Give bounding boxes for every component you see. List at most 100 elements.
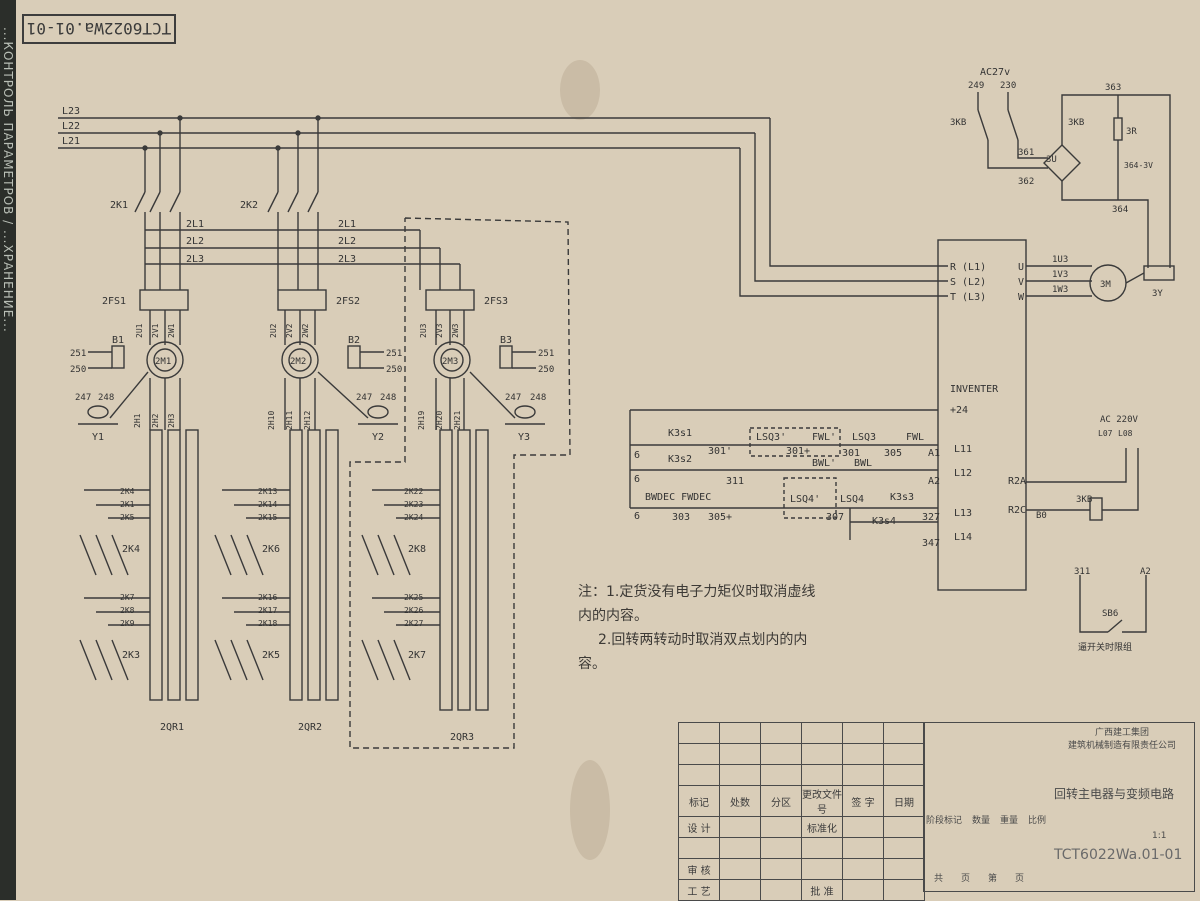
switch-label: SB6 [1102,609,1118,619]
contact-wire: 2K13 [258,487,277,496]
contact-wire: 2K4 [120,487,135,496]
lower-wire: 2H19 [417,411,426,430]
revision-table: 标记 处数 分区 更改文件号 签 字 日期 设 计 标准化 审 核 工 艺 [678,722,925,901]
ladder-item: 305+ [708,512,732,523]
ladder-item: 301 [842,448,860,459]
note-line: 注：1.定货没有电子力矩仪时取消虚线 [578,584,816,600]
contact-label: 2K7 [408,650,426,661]
contact-label: 2K3 [122,650,140,661]
switch-label: 2K1 [110,200,128,211]
motor-wire: 2V2 [285,323,294,338]
motor-wire: 2W3 [451,323,460,338]
title-block: 标记 处数 分区 更改文件号 签 字 日期 设 计 标准化 审 核 工 艺 [678,722,1195,901]
resistor-label: 3R [1126,127,1137,137]
company-name: 广西建工集团 建筑机械制造有限责任公司 [1052,727,1192,753]
fuse-label: 2FS2 [336,296,360,307]
contact-label: 2K5 [262,650,280,661]
valve-label: Y2 [372,432,384,443]
sheet-label: 共 [934,874,944,884]
title-block-right: 广西建工集团 建筑机械制造有限责任公司 回转主电器与变频电路 阶段标记 数量 重… [923,722,1195,892]
control-terminal: L14 [954,532,972,543]
ladder-item: A1 [928,448,940,459]
inverter-output: W [1018,292,1025,303]
output-wire: 1U3 [1052,255,1068,265]
sheet-label: 页 [961,874,971,884]
line-label: 2L3 [338,254,356,265]
lower-wire: 2H12 [303,411,312,430]
contact-wire: 2K25 [404,593,423,602]
sheet-label: 第 [988,874,998,884]
wire-label: 363 [1105,83,1121,93]
motor-label: 2M3 [442,357,458,367]
company-line: 建筑机械制造有限责任公司 [1067,741,1176,751]
inverter-output: V [1018,277,1024,288]
switch-label: 2K2 [240,200,258,211]
lower-wire: 2H21 [453,411,462,430]
ladder-wire: 6 [634,450,640,461]
supply-label: AC 220V [1100,415,1139,425]
contact-wire: 2K5 [120,513,135,522]
control-terminal: L11 [954,444,972,455]
inverter-input: S (L2) [950,277,986,288]
company-line: 广西建工集团 [1094,728,1149,738]
sheet-row: 共 页 第 页 [934,871,1024,884]
ladder-item: 311 [726,476,744,487]
col-header: 标记 [678,785,720,817]
col-header: 分区 [760,785,802,817]
ladder-wire: 6 [634,474,640,485]
inverter-input: R (L1) [950,262,986,273]
output-wire: 1V3 [1052,270,1068,280]
relay-label: 2QR2 [298,722,322,733]
contact-wire: 2K1 [120,500,135,509]
note-line: 2.回转两转动时取消双点划内的内 [598,632,808,648]
note-line: 内的内容。 [578,608,648,624]
motor-wire: 2U2 [269,323,278,338]
ladder-item: 327 [922,512,940,523]
motor-label: 2M1 [155,357,171,367]
ladder-item: K3s4 [872,516,896,527]
contact-wire: 2K26 [404,606,423,615]
contact-wire: 2K7 [120,593,135,602]
ladder-wire: 6 [634,511,640,522]
brake-label: B3 [500,335,512,346]
lower-wire: 2H20 [435,411,444,430]
valve-wire: 248 [98,393,114,403]
note-line: 容。 [578,656,606,672]
contact-wire: 2K17 [258,606,277,615]
motor-wire: 2U1 [135,323,144,338]
lower-wire: 2H2 [151,413,160,428]
motor-group-1: 2K1 2L1 2L2 2L3 2FS1 2M1 B1 251 250 247 … [70,118,460,733]
motor-wire: 2W2 [301,323,310,338]
inverter-title: INVENTER [950,384,999,395]
motor-group-2: 2K2 2L1 2L2 2L3 2FS2 2M2 B2 251 250 247 … [214,118,402,733]
ladder-item: BWL' [812,458,836,469]
contact-wire: 2K15 [258,513,277,522]
brake-wire: 250 [538,365,554,375]
brake-wire: 250 [386,365,402,375]
bus-label: L22 [62,121,80,132]
control-ladder: K3s1 K3s2 BWDEC FWDEC 6 6 6 301' LSQ3' F… [629,409,940,549]
ladder-item: 305 [884,448,902,459]
ladder-item: K3s3 [890,492,914,503]
wire-label: L07 [1098,429,1113,438]
row-header: 审 核 [678,858,720,880]
stage-label: 数量 [972,816,991,826]
relay-label: 2QR1 [160,722,184,733]
inverter: INVENTER R (L1) S (L2) T (L3) U V W 1U3 … [937,239,1145,591]
contact-wire: 2K22 [404,487,423,496]
relay-label: 2QR3 [450,732,474,743]
contact-wire: 2K24 [404,513,423,522]
wire-label: 311 [1074,567,1090,577]
relay-label: 3KB [1076,495,1092,505]
brake-wire: 251 [538,349,554,359]
line-label: 2L1 [338,219,356,230]
ladder-label: BWDEC FWDEC [645,492,711,503]
ladder-item: 301+ [786,446,810,457]
wire-label: 364 [1112,205,1128,215]
scale-value: 1:1 [1152,831,1167,841]
paper-stain [560,60,600,120]
contact-label: 2K4 [122,544,140,555]
contact-wire: 2K16 [258,593,277,602]
line-label: 2L2 [338,236,356,247]
brake-wire: 250 [70,365,86,375]
